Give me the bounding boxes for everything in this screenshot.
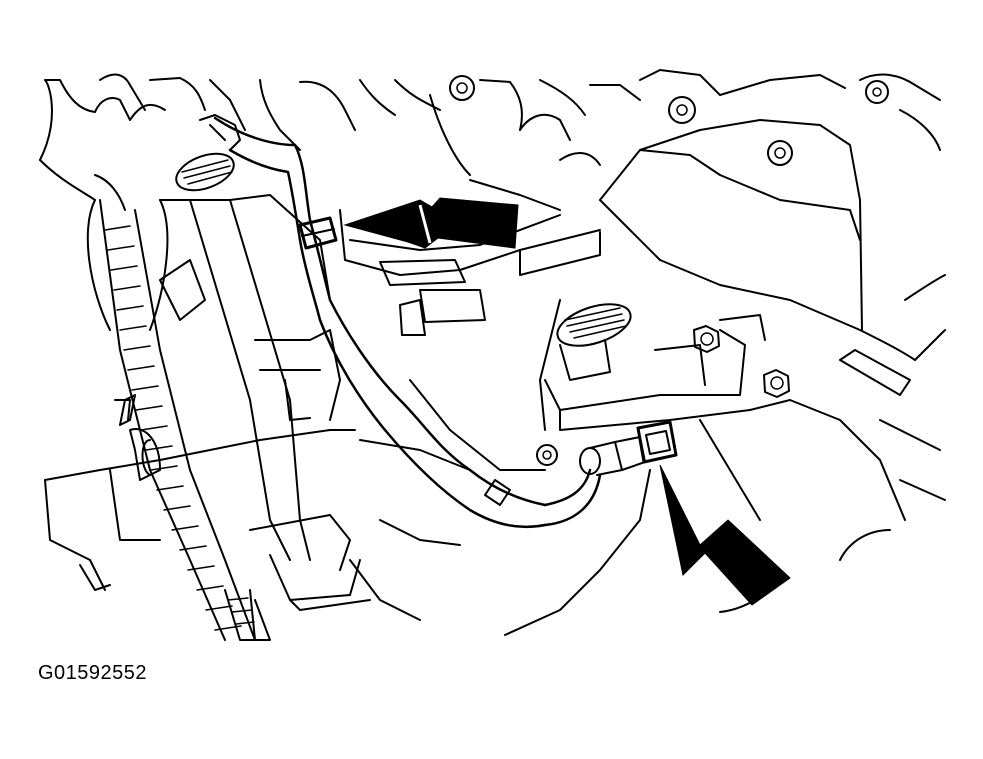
arrow-upper: [343, 197, 519, 249]
arrow-lower: [659, 464, 791, 606]
sensor-connector: [579, 420, 678, 476]
front-cover: [39, 159, 371, 641]
upper-mount: [175, 114, 241, 192]
engine-block-outline: [39, 69, 946, 636]
wire-harness: [213, 116, 602, 529]
figure-code-label: G01592552: [38, 662, 148, 684]
timing-belt: [86, 199, 256, 641]
callout-arrows: [343, 197, 791, 606]
